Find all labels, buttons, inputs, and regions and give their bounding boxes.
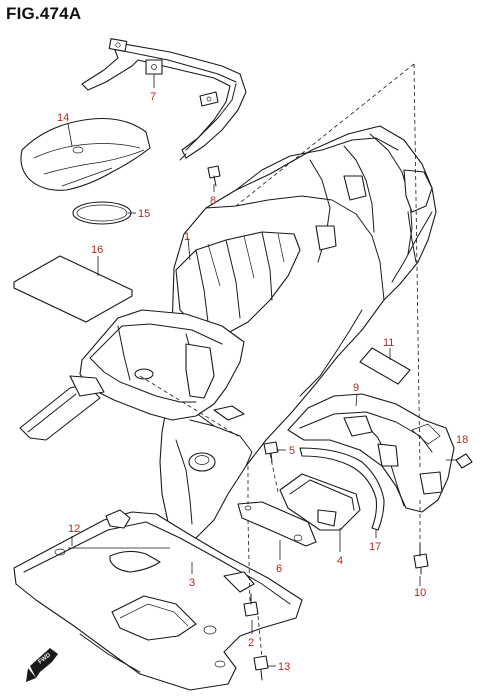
- callout-9: 9: [353, 382, 359, 394]
- callout-6: 6: [276, 563, 282, 575]
- callout-5: 5: [289, 445, 295, 457]
- callout-7: 7: [150, 91, 156, 103]
- callout-16: 16: [91, 244, 103, 256]
- callout-numbers: 7 14 15 16 1 8 11 9 5 18 12 3 6 4 17 10 …: [57, 91, 468, 673]
- under-cover: [13, 509, 303, 691]
- reinforcement-plate: [237, 501, 317, 547]
- rear-fender: [159, 125, 437, 541]
- callout-14: 14: [57, 112, 69, 124]
- fwd-arrow-icon: FWD: [26, 648, 58, 682]
- callout-10: 10: [414, 587, 426, 599]
- fender-bracket: [287, 393, 455, 513]
- assembly-guides: [139, 63, 421, 659]
- callout-leaders: [67, 74, 456, 667]
- callout-1: 1: [184, 231, 190, 243]
- callout-3: 3: [189, 577, 195, 589]
- callout-12: 12: [68, 523, 80, 535]
- o-ring: [72, 201, 132, 225]
- callout-15: 15: [138, 208, 150, 220]
- battery-tray: [19, 309, 245, 441]
- lower-bracket: [279, 473, 361, 531]
- bolt-13: [253, 655, 269, 681]
- bolt-5: [263, 441, 279, 463]
- screw-8: [207, 165, 221, 187]
- callout-13: 13: [278, 661, 290, 673]
- grommet-18: [455, 453, 473, 469]
- bolt-2: [243, 593, 259, 617]
- callout-4: 4: [337, 555, 343, 567]
- callout-11: 11: [383, 337, 394, 349]
- mud-flap: [299, 447, 385, 531]
- figure-title: FIG.474A: [6, 4, 82, 23]
- caution-label: [13, 255, 133, 323]
- callout-18: 18: [456, 434, 468, 446]
- bolt-10: [413, 543, 429, 575]
- reflector-plate: [359, 347, 411, 385]
- callout-2: 2: [248, 637, 254, 649]
- callout-17: 17: [369, 541, 381, 553]
- tool-bag: [20, 117, 151, 191]
- callout-8: 8: [210, 195, 216, 207]
